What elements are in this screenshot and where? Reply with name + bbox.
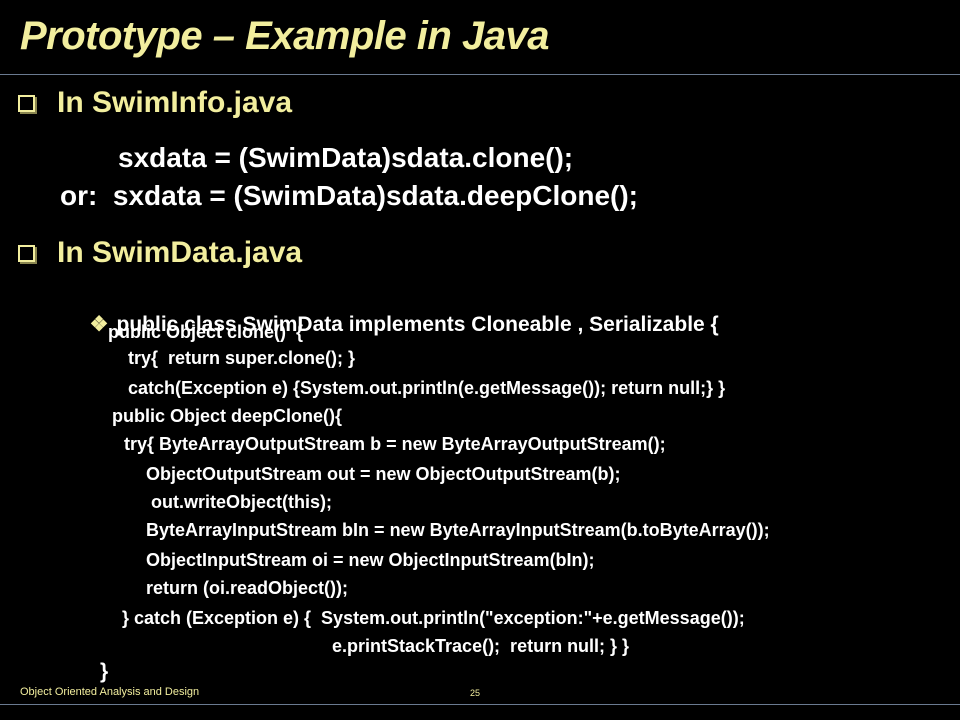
class-declaration-text: public class SwimData implements Cloneab… xyxy=(116,313,719,336)
code-line-5: try{ ByteArrayOutputStream b = new ByteA… xyxy=(124,434,666,454)
code-line-12: e.printStackTrace(); return null; } } xyxy=(332,636,630,656)
code-line-7: out.writeObject(this); xyxy=(146,492,332,512)
code-deepclone-call: or: sxdata = (SwimData)sdata.deepClone()… xyxy=(60,180,639,211)
bullet-swiminfo-label: In SwimInfo.java xyxy=(57,86,293,119)
bullet-swiminfo: In SwimInfo.java xyxy=(18,86,292,120)
square-bullet-icon xyxy=(18,244,35,262)
code-line-2: try{ return super.clone(); } xyxy=(128,348,356,368)
bullet-swimdata-label: In SwimData.java xyxy=(57,236,303,269)
bullet-swimdata: In SwimData.java xyxy=(18,236,302,270)
code-line-11: } catch (Exception e) { System.out.print… xyxy=(122,608,745,628)
code-line-8: ByteArrayInputStream bIn = new ByteArray… xyxy=(146,520,770,540)
footer-course: Object Oriented Analysis and Design xyxy=(20,686,200,698)
code-line-1: public Object clone() { xyxy=(108,322,304,342)
page-number: 25 xyxy=(470,688,481,698)
square-bullet-icon xyxy=(18,94,35,112)
title-divider xyxy=(0,74,960,75)
code-line-13: } xyxy=(100,660,109,683)
diamond-bullet-icon: ❖ xyxy=(89,313,109,336)
code-line-9: ObjectInputStream oi = new ObjectInputSt… xyxy=(146,550,595,570)
code-clone-call: sxdata = (SwimData)sdata.clone(); xyxy=(118,142,574,173)
code-line-4: public Object deepClone(){ xyxy=(112,406,343,426)
slide-title: Prototype – Example in Java xyxy=(20,14,549,58)
class-declaration: ❖ public class SwimData implements Clonea… xyxy=(78,288,719,337)
footer-divider xyxy=(0,704,960,705)
code-line-3: catch(Exception e) {System.out.println(e… xyxy=(128,378,726,398)
code-line-6: ObjectOutputStream out = new ObjectOutpu… xyxy=(146,464,621,484)
code-line-10: return (oi.readObject()); xyxy=(146,578,349,598)
